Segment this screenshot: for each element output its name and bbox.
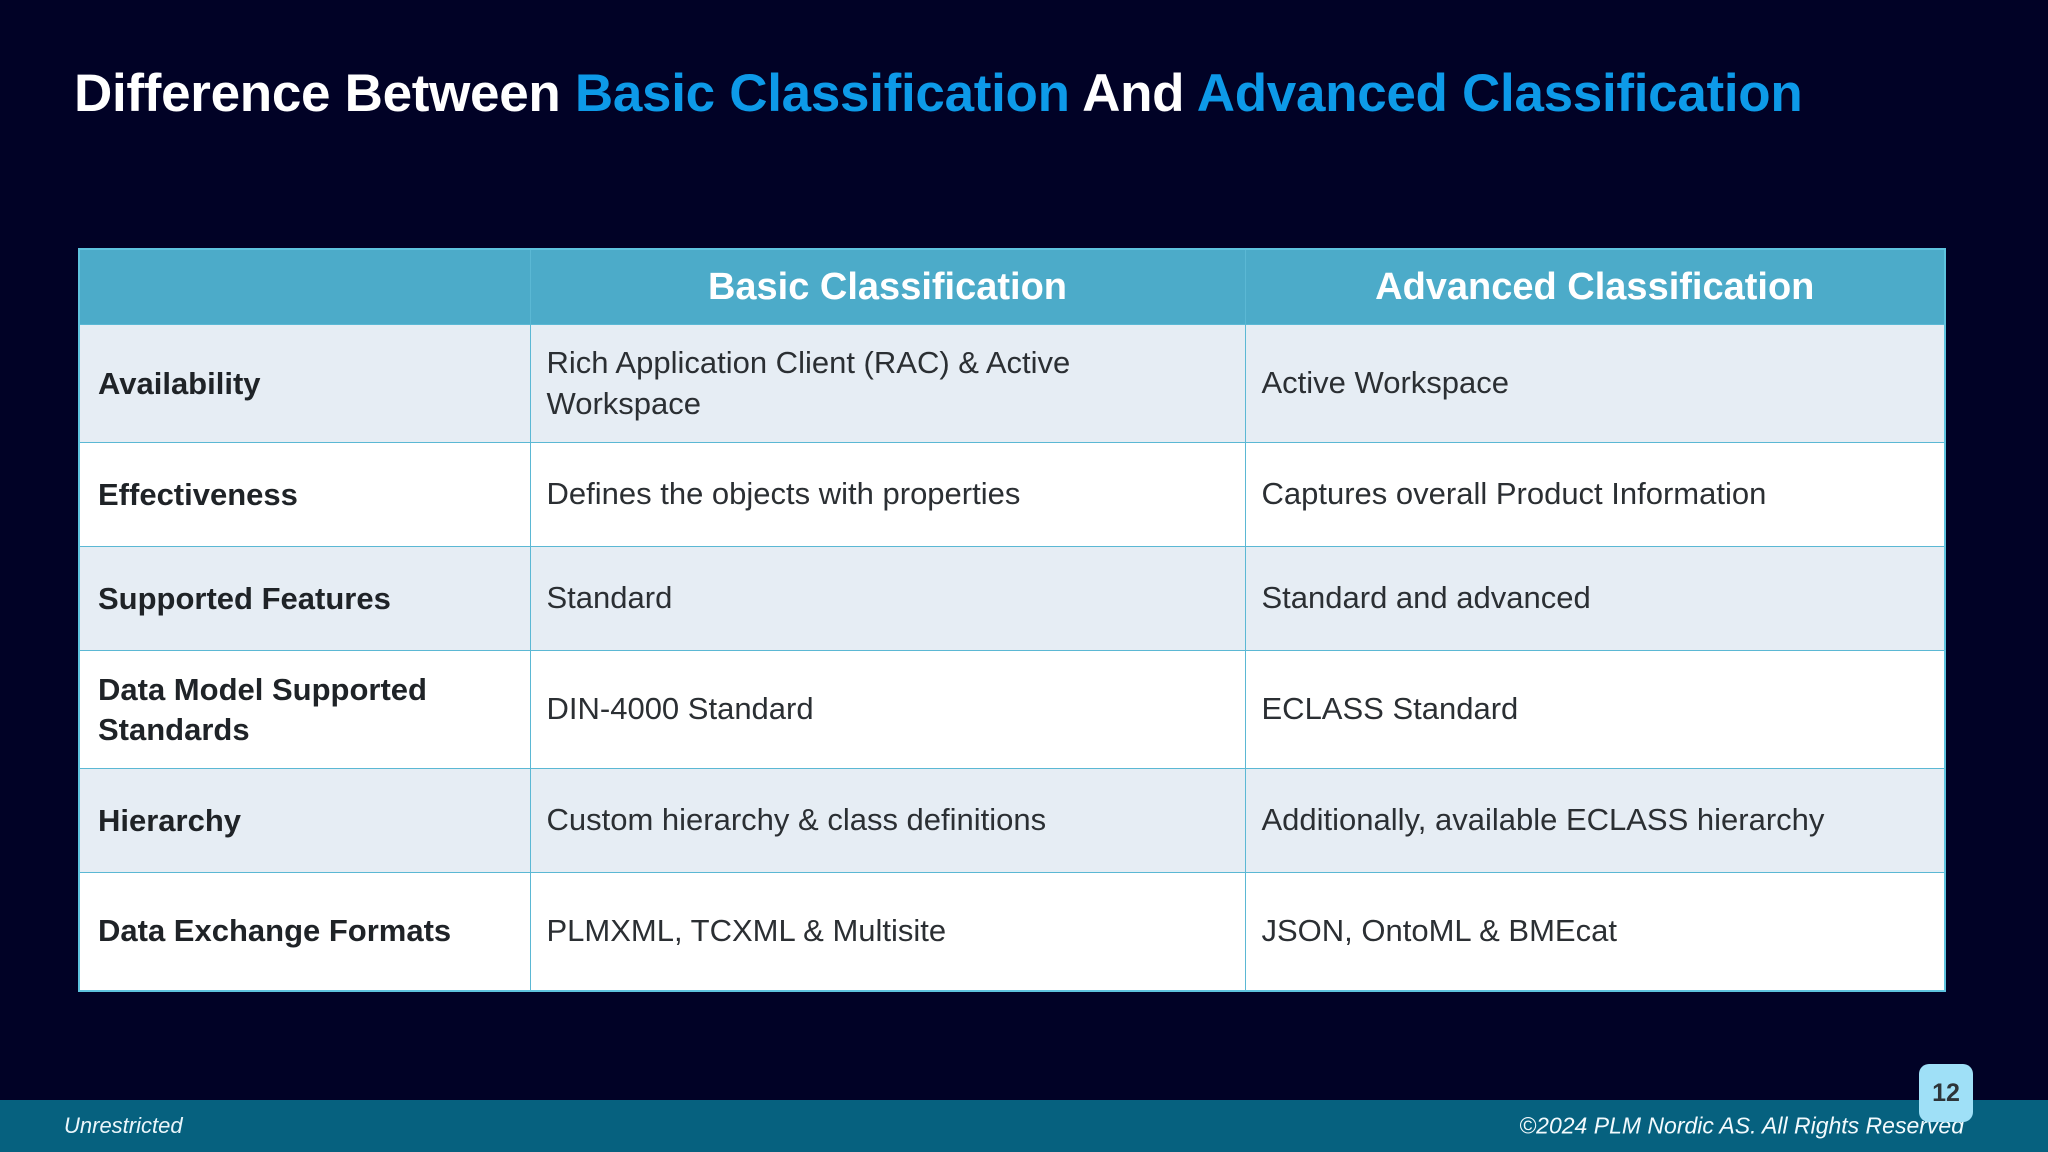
row-label-data-model-supported-standards: Data Model Supported Standards xyxy=(78,650,531,769)
title-segment-plain-1: Difference Between xyxy=(74,63,575,123)
cell-advanced-effectiveness: Captures overall Product Information xyxy=(1244,442,1946,547)
cell-advanced-hierarchy: Additionally, available ECLASS hierarchy xyxy=(1244,768,1946,873)
page-number-badge: 12 xyxy=(1919,1064,1973,1122)
column-header-basic: Basic Classification xyxy=(529,248,1246,325)
table-body: Availability Rich Application Client (RA… xyxy=(78,324,1946,991)
column-header-advanced: Advanced Classification xyxy=(1244,248,1946,325)
table-row: Hierarchy Custom hierarchy & class defin… xyxy=(78,768,1946,873)
footer-classification-label: Unrestricted xyxy=(64,1113,183,1138)
cell-advanced-data-exchange-formats: JSON, OntoML & BMEcat xyxy=(1244,872,1946,991)
title-segment-plain-2: And xyxy=(1069,63,1197,123)
cell-advanced-availability: Active Workspace xyxy=(1244,324,1946,443)
cell-basic-hierarchy: Custom hierarchy & class definitions xyxy=(529,768,1246,873)
page-title: Difference Between Basic Classification … xyxy=(74,54,1954,135)
row-label-data-exchange-formats: Data Exchange Formats xyxy=(78,872,531,991)
cell-advanced-supported-features: Standard and advanced xyxy=(1244,546,1946,651)
cell-basic-data-exchange-formats: PLMXML, TCXML & Multisite xyxy=(529,872,1246,991)
cell-basic-data-model-supported-standards: DIN-4000 Standard xyxy=(529,650,1246,769)
cell-advanced-data-model-supported-standards: ECLASS Standard xyxy=(1244,650,1946,769)
comparison-table: Basic Classification Advanced Classifica… xyxy=(78,248,1946,992)
title-segment-accent-2: Advanced Classification xyxy=(1196,63,1803,123)
title-segment-accent-1: Basic Classification xyxy=(574,63,1070,123)
row-label-effectiveness: Effectiveness xyxy=(78,442,531,547)
table-row: Data Model Supported Standards DIN-4000 … xyxy=(78,650,1946,769)
table-row: Availability Rich Application Client (RA… xyxy=(78,324,1946,443)
cell-basic-effectiveness: Defines the objects with properties xyxy=(529,442,1246,547)
table-row: Supported Features Standard Standard and… xyxy=(78,546,1946,651)
table-row: Effectiveness Defines the objects with p… xyxy=(78,442,1946,547)
table-header: Basic Classification Advanced Classifica… xyxy=(78,248,1946,325)
row-label-hierarchy: Hierarchy xyxy=(78,768,531,873)
cell-basic-supported-features: Standard xyxy=(529,546,1246,651)
footer-bar: Unrestricted ©2024 PLM Nordic AS. All Ri… xyxy=(0,1100,2048,1152)
table-row: Data Exchange Formats PLMXML, TCXML & Mu… xyxy=(78,872,1946,991)
cell-basic-availability: Rich Application Client (RAC) & Active W… xyxy=(529,324,1246,443)
column-header-blank xyxy=(78,248,531,325)
footer-copyright: ©2024 PLM Nordic AS. All Rights Reserved xyxy=(1519,1112,1964,1139)
row-label-supported-features: Supported Features xyxy=(78,546,531,651)
row-label-availability: Availability xyxy=(78,324,531,443)
table-header-row: Basic Classification Advanced Classifica… xyxy=(78,248,1946,325)
